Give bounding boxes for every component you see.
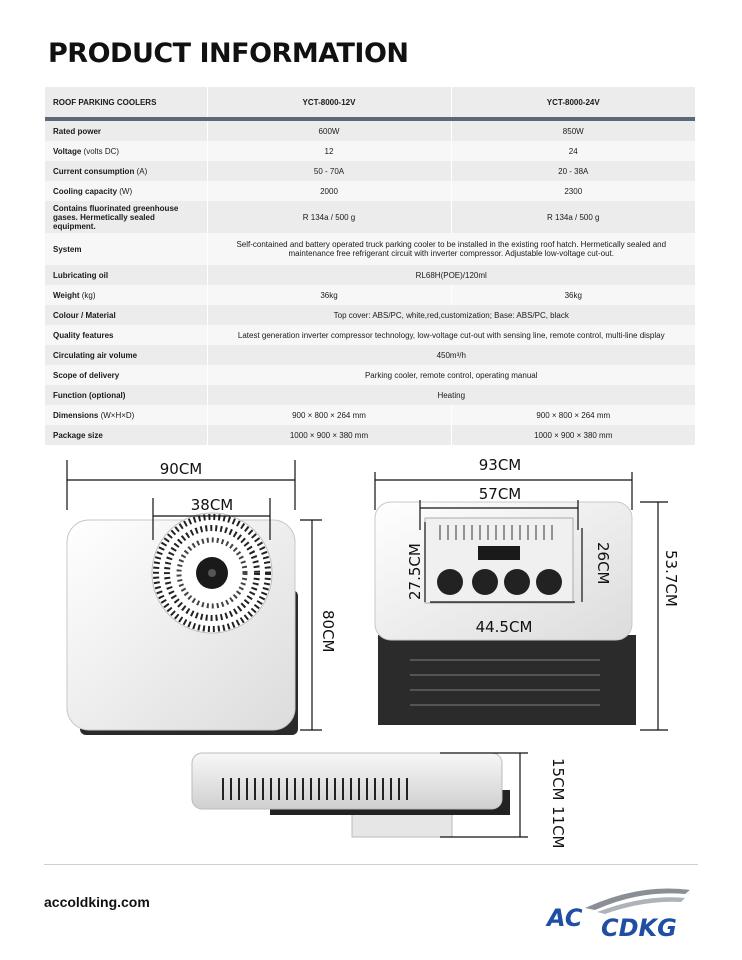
row-label: Dimensions [53,410,99,420]
row-value-24v: 850W [450,121,695,141]
table-row: Voltage (volts DC) 12 24 [45,141,695,161]
row-label: Function (optional) [53,390,126,400]
dim-top-depth: 80CM [319,610,337,653]
spec-table: ROOF PARKING COOLERS YCT-8000-12V YCT-80… [45,87,695,445]
row-value-merged: RL68H(POE)/120ml [206,265,695,285]
row-label: Current consumption [53,166,135,176]
row-label: Rated power [53,126,102,136]
row-unit: (kg) [79,290,96,300]
row-label: Lubricating oil [53,270,109,280]
company-logo: AC CDKG [545,888,690,942]
footer-divider [44,864,698,865]
row-label: Colour / Material [53,310,116,320]
dim-inner-height: 27.5CM [406,543,424,600]
fan-grille-icon [151,512,273,634]
row-unit: (W) [117,186,133,196]
row-value-merged: Top cover: ABS/PC, white,red,customizati… [206,305,695,325]
row-value-merged: 450m³/h [206,345,695,365]
table-row: Package size 1000 × 900 × 380 mm 1000 × … [45,425,695,445]
row-value-12v: 12 [206,141,451,161]
row-value-24v: R 134a / 500 g [450,201,695,233]
table-row: Rated power 600W 850W [45,121,695,141]
ship-logo-icon [585,888,690,914]
row-label: Weight [53,290,80,300]
side-vent-icon [222,778,408,800]
dim-side-height-upper: 11CM [549,806,567,849]
table-row: Contains fluorinated greenhouse gases. H… [45,201,695,233]
top-view-unit: 90CM 38CM 80CM [66,460,337,735]
table-row: Lubricating oil RL68H(POE)/120ml [45,265,695,285]
table-row: Scope of delivery Parking cooler, remote… [45,365,695,385]
table-row: Cooling capacity (W) 2000 2300 [45,181,695,201]
table-row: Dimensions (W×H×D) 900 × 800 × 264 mm 90… [45,405,695,425]
dimension-drawings: 90CM 38CM 80CM [66,456,680,849]
row-value-12v: R 134a / 500 g [206,201,451,233]
row-value-merged: Latest generation inverter compressor te… [206,325,695,345]
dim-vent-width: 57CM [479,485,522,503]
table-header: ROOF PARKING COOLERS YCT-8000-12V YCT-80… [45,87,695,117]
row-label: System [53,244,82,254]
row-label: Contains fluorinated greenhouse gases. H… [53,203,179,231]
row-label: Cooling capacity [53,186,118,196]
logo-right-text: CDKG [601,914,677,942]
dim-side-height-total: 15CM [549,758,567,801]
row-value-12v: 36kg [206,285,451,305]
display-panel [478,546,520,560]
row-value-12v: 2000 [206,181,451,201]
row-value-24v: 24 [450,141,695,161]
row-value-merged: Parking cooler, remote control, operatin… [206,365,695,385]
dim-bottom-depth: 53.7CM [662,550,680,607]
bottom-view-unit: 93CM 57CM 27.5CM 26CM 53.7CM 44.5CM [374,456,680,731]
row-label: Circulating air volume [53,350,138,360]
row-value-24v: 2300 [450,181,695,201]
row-value-12v: 1000 × 900 × 380 mm [206,425,451,445]
header-model-family: ROOF PARKING COOLERS [45,87,207,117]
row-value-12v: 50 - 70A [206,161,451,181]
row-value-12v: 900 × 800 × 264 mm [206,405,451,425]
header-12v: YCT-8000-12V [206,87,451,117]
table-row: Colour / Material Top cover: ABS/PC, whi… [45,305,695,325]
row-label: Voltage [53,146,82,156]
row-unit: (volts DC) [81,146,120,156]
air-vent-icon [437,569,562,595]
header-separator [45,117,695,121]
header-24v: YCT-8000-24V [450,87,695,117]
row-value-merged: Heating [206,385,695,405]
dim-top-width: 90CM [160,460,203,478]
table-row: Circulating air volume 450m³/h [45,345,695,365]
row-unit: (W×H×D) [98,410,135,420]
row-unit: (A) [134,166,148,176]
row-value-24v: 1000 × 900 × 380 mm [450,425,695,445]
row-value-24v: 900 × 800 × 264 mm [450,405,695,425]
logo-left-text: AC [545,904,583,932]
row-value-24v: 20 - 38A [450,161,695,181]
row-value-24v: 36kg [450,285,695,305]
website-link[interactable]: accoldking.com [44,894,150,910]
dim-knob-width: 44.5CM [476,618,533,636]
table-row: Current consumption (A) 50 - 70A 20 - 38… [45,161,695,181]
row-label: Quality features [53,330,114,340]
dim-fan-width: 38CM [191,496,234,514]
table-row: Function (optional) Heating [45,385,695,405]
row-label: Package size [53,430,103,440]
table-row: Quality features Latest generation inver… [45,325,695,345]
dim-vent-height: 26CM [594,542,612,585]
row-value-merged: Self-contained and battery operated truc… [206,233,695,265]
page-title: PRODUCT INFORMATION [48,38,409,69]
dim-bottom-width: 93CM [479,456,522,474]
table-row: Weight (kg) 36kg 36kg [45,285,695,305]
row-value-12v: 600W [206,121,451,141]
table-row: System Self-contained and battery operat… [45,233,695,265]
side-view-unit: 15CM 11CM [191,752,567,849]
row-label: Scope of delivery [53,370,120,380]
